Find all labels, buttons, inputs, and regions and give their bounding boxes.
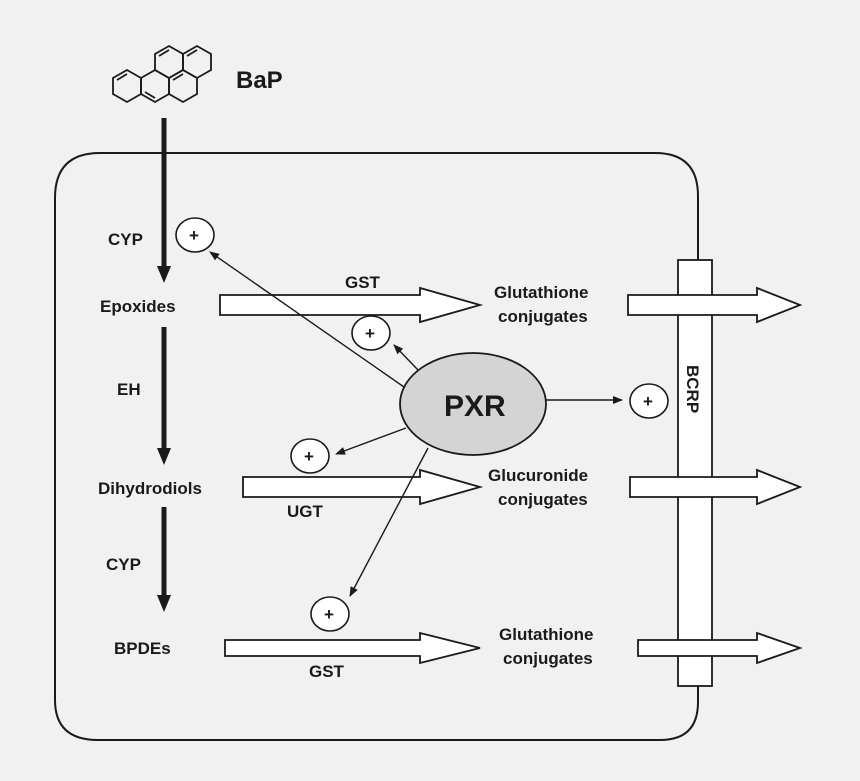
eh-label: EH — [117, 380, 141, 399]
metabolic-arrows — [157, 118, 171, 612]
plus-icon: + — [189, 226, 199, 245]
cyp-label-2: CYP — [106, 555, 141, 574]
dihydrodiols-label: Dihydrodiols — [98, 479, 202, 498]
ugt-label: UGT — [287, 502, 324, 521]
pxr-node — [399, 352, 547, 456]
glutathione-conjugates-1-line2: conjugates — [498, 307, 588, 326]
epoxides-label: Epoxides — [100, 297, 176, 316]
plus-icon: + — [365, 324, 375, 343]
glutathione-conjugates-1-line1: Glutathione — [494, 283, 588, 302]
plus-icon: + — [643, 392, 653, 411]
plus-icon: + — [304, 447, 314, 466]
glutathione-conjugates-2-line2: conjugates — [503, 649, 593, 668]
cell-membrane — [54, 152, 699, 741]
bpdes-label: BPDEs — [114, 639, 171, 658]
glucuronide-conjugates-line2: conjugates — [498, 490, 588, 509]
gst-label-epoxides: GST — [345, 273, 381, 292]
bap-label: BaP — [236, 67, 283, 94]
bap-molecule-icon — [112, 44, 212, 104]
efflux-arrows — [627, 286, 803, 665]
pxr-label: PXR — [444, 390, 506, 423]
cyp-label-1: CYP — [108, 230, 143, 249]
plus-icon: + — [324, 605, 334, 624]
glucuronide-conjugates-line1: Glucuronide — [488, 466, 588, 485]
plus-icons: + + + + + — [189, 226, 653, 624]
pxr-activation-arrows — [209, 251, 623, 597]
conjugation-arrows — [219, 286, 484, 665]
induction-circles — [175, 217, 669, 632]
bcrp-label: BCRP — [683, 365, 702, 413]
glutathione-conjugates-2-line1: Glutathione — [499, 625, 593, 644]
bcrp-transporter — [677, 259, 713, 687]
gst-label-bpdes: GST — [309, 662, 345, 681]
